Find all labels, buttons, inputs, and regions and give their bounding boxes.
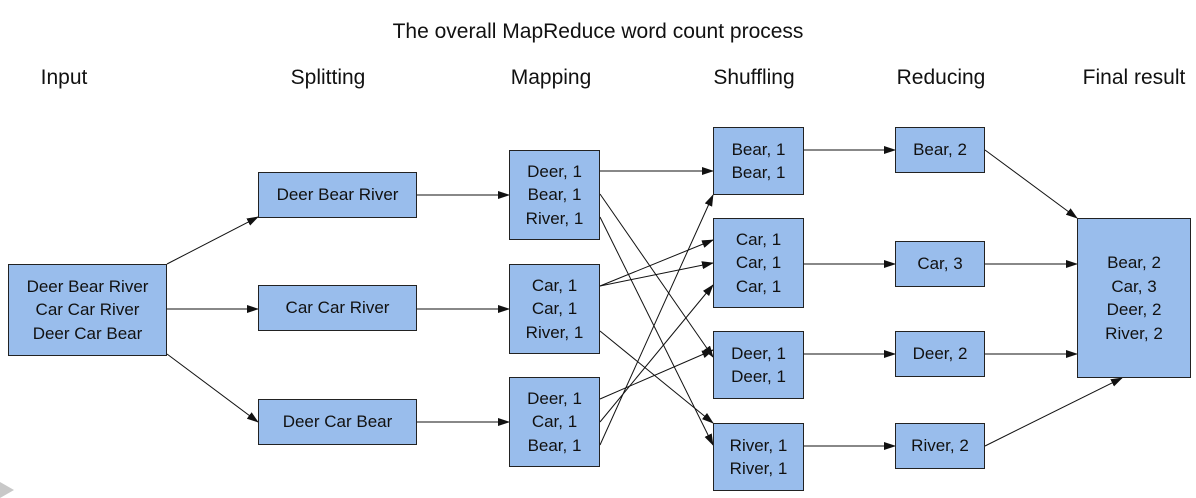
map-pair: Deer, 1: [527, 161, 582, 181]
map-pair: Bear, 1: [527, 435, 582, 455]
shuffle-pair: River, 1: [729, 435, 788, 455]
shuffle-pair: River, 1: [729, 459, 788, 478]
final-pair: Bear, 2: [1107, 253, 1161, 272]
reduce-box-bear: Bear, 2: [895, 127, 985, 173]
stage-label-splitting: Splitting: [290, 66, 366, 89]
final-pair: Deer, 2: [1106, 300, 1162, 319]
edge-red_river-to-final: [984, 377, 1123, 447]
input-line: Car Car River: [35, 300, 140, 320]
map-pair: River, 1: [525, 208, 584, 228]
stage-label-mapping: Mapping: [510, 66, 592, 89]
shuffle-pair: Car, 1: [735, 229, 782, 249]
shuffle-box-car: Car, 1 Car, 1 Car, 1: [713, 218, 804, 308]
split-box: Car Car River: [258, 285, 417, 331]
play-icon: [0, 482, 14, 498]
edge-input-to-split3: [166, 353, 259, 423]
edge-input-to-split1: [166, 216, 259, 265]
edge-red_bear-to-final: [984, 149, 1078, 219]
map-pair: River, 1: [525, 322, 584, 342]
reduce-box-river: River, 2: [895, 423, 985, 469]
stage-label-input: Input: [40, 66, 88, 89]
shuffle-box-deer: Deer, 1 Deer, 1: [713, 331, 804, 399]
map-box: Deer, 1 Bear, 1 River, 1: [509, 150, 600, 240]
stage-label-shuffling: Shuffling: [713, 66, 795, 89]
final-pair: Car, 3: [1111, 276, 1157, 296]
reduce-pair: Deer, 2: [912, 344, 968, 364]
edge-map3-to-shuf_car: [599, 284, 714, 423]
edge-map3-to-shuf_bear: [599, 349, 714, 400]
shuffle-box-river: River, 1 River, 1: [713, 423, 804, 491]
shuffle-pair: Deer, 1: [731, 343, 786, 363]
shuffle-pair: Deer, 1: [731, 367, 786, 386]
shuffle-box-bear: Bear, 1 Bear, 1: [713, 127, 804, 195]
reduce-box-car: Car, 3: [895, 241, 985, 287]
split-line: Deer Bear River: [276, 185, 399, 205]
input-line: Deer Bear River: [26, 276, 149, 296]
shuffle-pair: Bear, 1: [731, 139, 786, 159]
edge-map2-to-shuf_car: [599, 261, 714, 287]
input-box: Deer Bear River Car Car River Deer Car B…: [8, 264, 167, 356]
stage-label-final-result: Final result: [1082, 66, 1186, 89]
split-line: Car Car River: [285, 298, 390, 318]
input-line: Deer Car Bear: [32, 323, 143, 343]
map-pair: Car, 1: [531, 299, 578, 319]
edge-map1-to-shuf_river: [599, 216, 714, 446]
map-pair: Deer, 1: [527, 388, 582, 408]
stage-label-reducing: Reducing: [896, 66, 986, 89]
shuffle-pair: Car, 1: [735, 253, 782, 273]
diagram-title: The overall MapReduce word count process: [392, 20, 804, 43]
reduce-pair: Bear, 2: [913, 140, 967, 160]
final-result-box: Bear, 2 Car, 3 Deer, 2 River, 2: [1077, 218, 1191, 378]
map-box: Deer, 1 Car, 1 Bear, 1: [509, 377, 600, 467]
map-pair: Bear, 1: [527, 185, 582, 205]
reduce-box-deer: Deer, 2: [895, 331, 985, 377]
reduce-pair: River, 2: [911, 436, 969, 456]
shuffle-pair: Car, 1: [735, 276, 782, 296]
edge-map2-to-shuf_car: [599, 239, 714, 287]
map-pair: Car, 1: [531, 275, 578, 295]
edge-map2-to-shuf_river: [599, 330, 714, 424]
map-box: Car, 1 Car, 1 River, 1: [509, 264, 600, 354]
edge-map3-to-shuf_deer: [599, 194, 714, 446]
split-box: Deer Bear River: [258, 172, 417, 218]
final-pair: River, 2: [1105, 323, 1163, 343]
map-pair: Car, 1: [531, 412, 578, 432]
split-box: Deer Car Bear: [258, 399, 417, 445]
shuffle-pair: Bear, 1: [731, 163, 786, 182]
reduce-pair: Car, 3: [917, 254, 963, 274]
split-line: Deer Car Bear: [282, 412, 393, 432]
edge-map1-to-shuf_deer: [599, 193, 714, 358]
